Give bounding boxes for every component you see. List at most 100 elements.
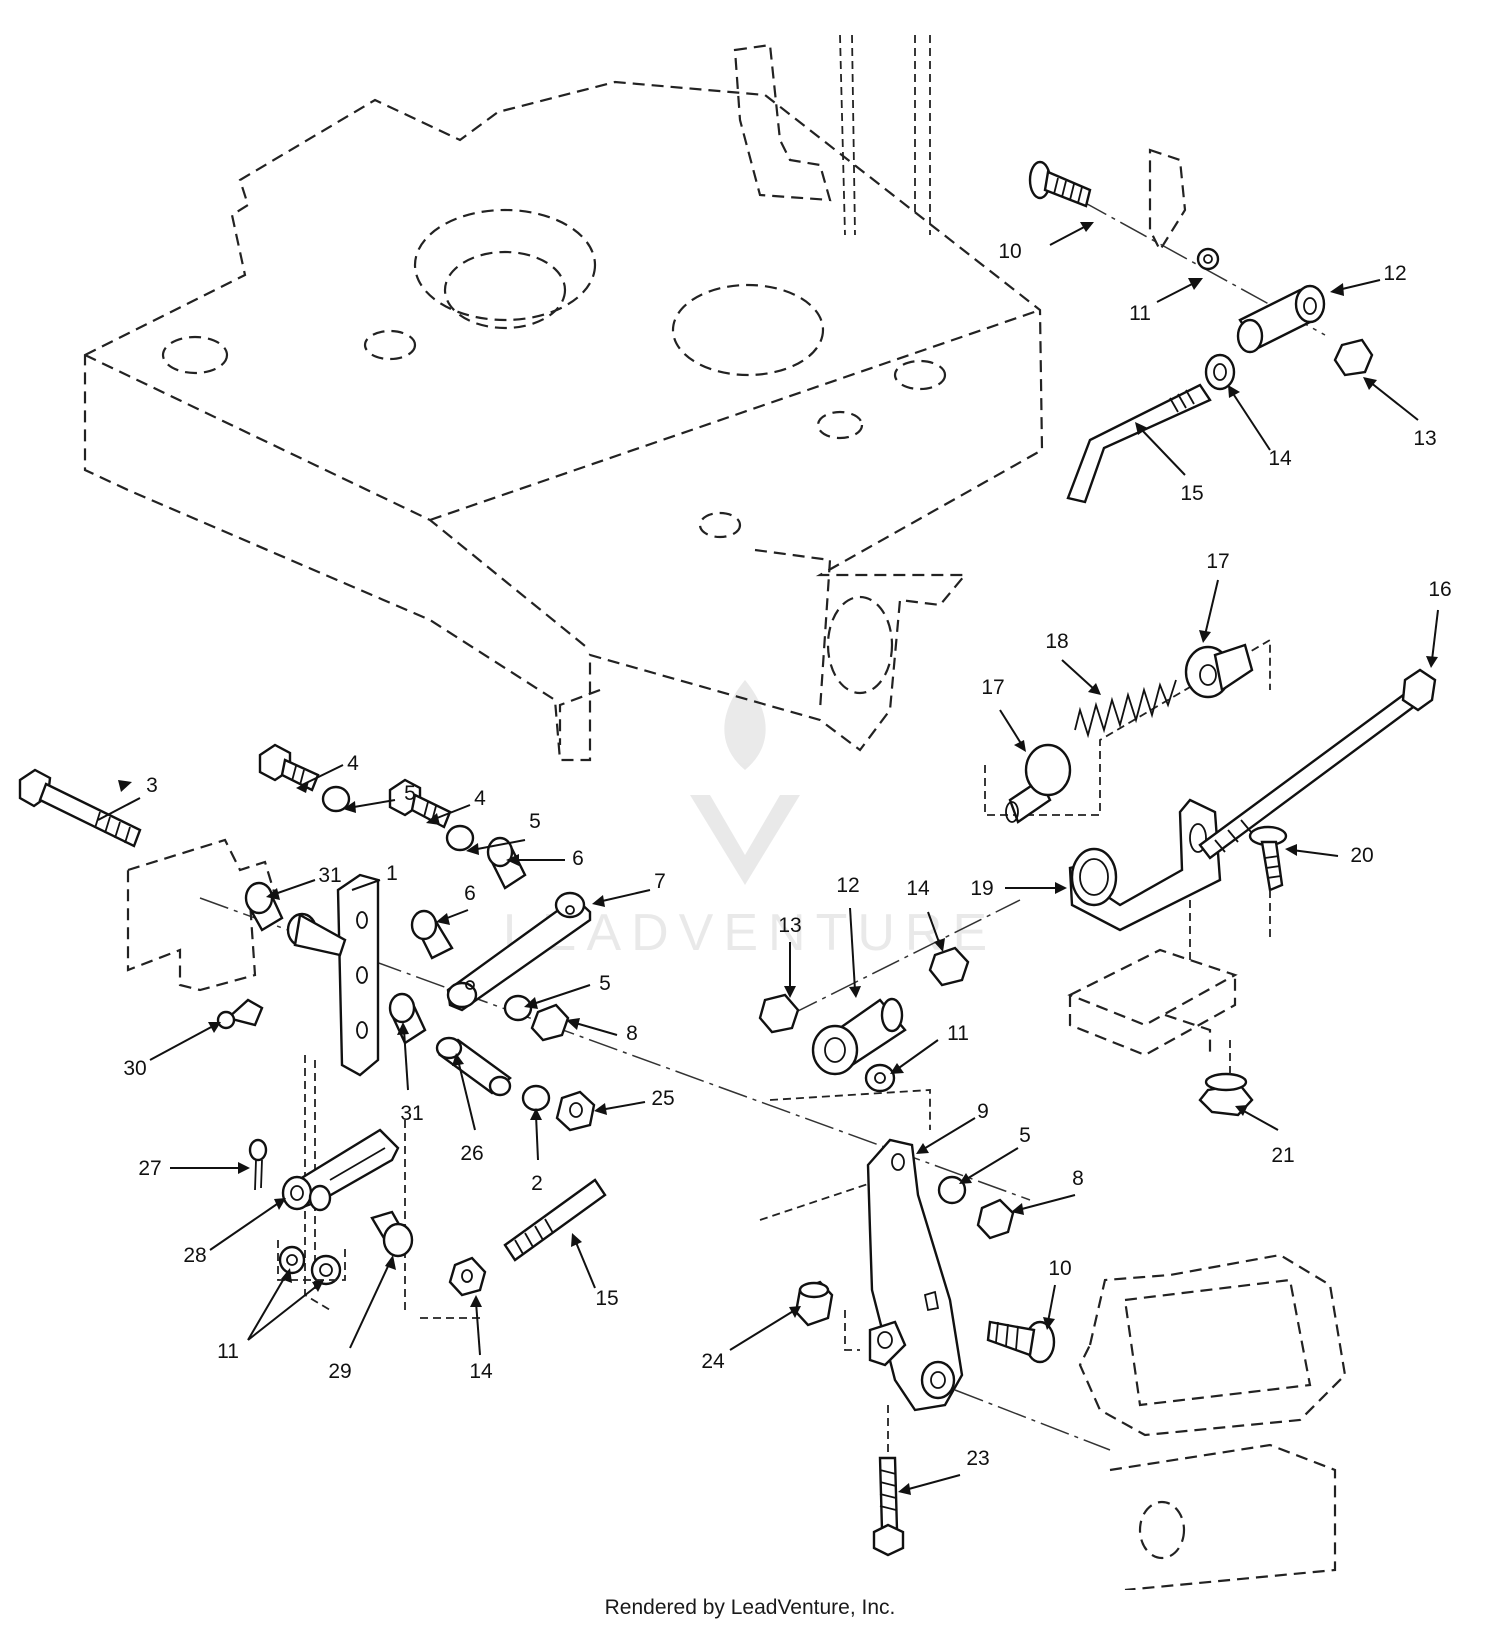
callout-17-right: 17	[1206, 550, 1229, 573]
frame-outline	[83, 34, 1044, 762]
link-7	[446, 891, 592, 1012]
exploded-parts-diagram: LEADVENTURE	[18, 34, 1452, 1590]
left-linkage-assembly	[18, 743, 1031, 1319]
spring-bracket-assembly	[984, 638, 1437, 1117]
callout-8-right: 8	[1072, 1167, 1084, 1190]
callout-26: 26	[460, 1142, 483, 1165]
leader-lines	[97, 222, 1439, 1495]
nut-25	[555, 1090, 596, 1132]
callout-10-upper: 10	[998, 240, 1021, 263]
callout-4-left: 4	[347, 752, 359, 775]
callout-31-top: 31	[318, 864, 341, 887]
callout-11-lower-left: 11	[217, 1340, 239, 1363]
nut-8-left	[530, 1003, 570, 1042]
rod-15-upper	[1066, 383, 1212, 504]
carriage-bolt-10-lower	[986, 1320, 1056, 1364]
callout-4-right: 4	[474, 787, 486, 810]
spring-18	[1074, 679, 1177, 739]
nut-14-lower-left	[448, 1256, 487, 1297]
footer-credit: Rendered by LeadVenture, Inc.	[604, 1596, 896, 1619]
callout-12-upper: 12	[1383, 262, 1406, 285]
callout-13-middle: 13	[778, 914, 801, 937]
rod-end-12-upper	[1236, 284, 1326, 354]
callout-5-d: 5	[1019, 1124, 1031, 1147]
link-1	[336, 873, 380, 1077]
callout-13-upper: 13	[1413, 427, 1436, 450]
callout-5-c: 5	[599, 972, 611, 995]
spring-guide-17-left	[1005, 743, 1072, 824]
callout-15-upper: 15	[1180, 482, 1203, 505]
callout-24: 24	[701, 1350, 725, 1373]
callout-labels: 10 11 12 13 14 15 17 17 18 16 3 4 5 4 5 …	[123, 240, 1451, 1470]
clevis-pin-29	[370, 1210, 414, 1258]
callout-3: 3	[146, 774, 158, 797]
spacer-26	[435, 1036, 512, 1097]
callout-2: 2	[531, 1172, 543, 1195]
callout-7: 7	[654, 870, 666, 893]
transmission-outline	[1078, 1253, 1347, 1590]
pin-shaft	[286, 912, 347, 957]
bolt-23	[872, 1456, 905, 1557]
rod-end-assembly-middle	[758, 899, 1021, 1130]
callout-6-middle: 6	[464, 882, 476, 905]
grease-fitting-30	[216, 998, 264, 1030]
callout-28: 28	[183, 1244, 206, 1267]
rod-end-assembly-upper	[1028, 148, 1374, 504]
bracket-19	[1068, 798, 1222, 932]
washer-2	[521, 1084, 551, 1112]
nut-13-upper	[1333, 338, 1374, 377]
callout-20: 20	[1350, 844, 1373, 867]
callout-21: 21	[1271, 1144, 1294, 1167]
bushing-31-top	[244, 881, 284, 932]
arm-assembly	[759, 1138, 1111, 1557]
washer-11-middle	[864, 1063, 896, 1093]
callout-15-lower: 15	[595, 1287, 618, 1310]
nut-14-middle	[928, 946, 970, 987]
bolt-3	[18, 768, 142, 848]
rod-end-12-middle	[811, 997, 907, 1076]
nut-8-right	[976, 1198, 1015, 1240]
clevis-28	[281, 1128, 400, 1212]
bushing-6-middle	[410, 909, 454, 960]
carriage-bolt-20	[1248, 825, 1288, 892]
bolt-4-right	[388, 778, 452, 829]
mount-plate	[1067, 948, 1238, 1057]
arm-9	[866, 1138, 964, 1412]
bolt-4-left	[258, 743, 320, 792]
washers-11-bottom-left	[278, 1245, 342, 1286]
callout-14-upper: 14	[1268, 447, 1292, 470]
callout-5-b: 5	[529, 810, 541, 833]
nut-14-upper	[1204, 353, 1236, 391]
callout-11-upper: 11	[1129, 302, 1151, 325]
callout-11-middle: 11	[947, 1022, 969, 1045]
callout-6-top: 6	[572, 847, 584, 870]
callout-29: 29	[328, 1360, 351, 1383]
callout-1: 1	[386, 862, 398, 885]
callout-27: 27	[138, 1157, 161, 1180]
callout-12-middle: 12	[836, 874, 859, 897]
callout-25: 25	[651, 1087, 674, 1110]
washer-5-d	[937, 1175, 967, 1205]
bushing-31-bottom	[388, 992, 427, 1045]
spring-guide-17-right	[1184, 643, 1254, 699]
callout-18: 18	[1045, 630, 1068, 653]
callout-14-middle: 14	[906, 877, 930, 900]
callout-9: 9	[977, 1100, 989, 1123]
callout-16: 16	[1428, 578, 1451, 601]
callout-14-lower-left: 14	[469, 1360, 493, 1383]
rod-15-lower	[503, 1178, 607, 1262]
washer-5-b	[445, 824, 475, 852]
callout-30: 30	[123, 1057, 146, 1080]
callout-5-a: 5	[404, 782, 416, 805]
washer-5-a	[321, 785, 351, 813]
callout-8-left: 8	[626, 1022, 638, 1045]
bolt-10-upper	[1028, 160, 1092, 208]
washer-5-c	[503, 994, 533, 1022]
callout-31-bottom: 31	[400, 1102, 423, 1125]
nut-13-middle	[758, 993, 800, 1034]
lock-nut-24	[794, 1280, 834, 1327]
bolt-16	[1198, 668, 1437, 860]
callout-10-lower: 10	[1048, 1257, 1071, 1280]
cotter-pin-27	[248, 1138, 268, 1191]
